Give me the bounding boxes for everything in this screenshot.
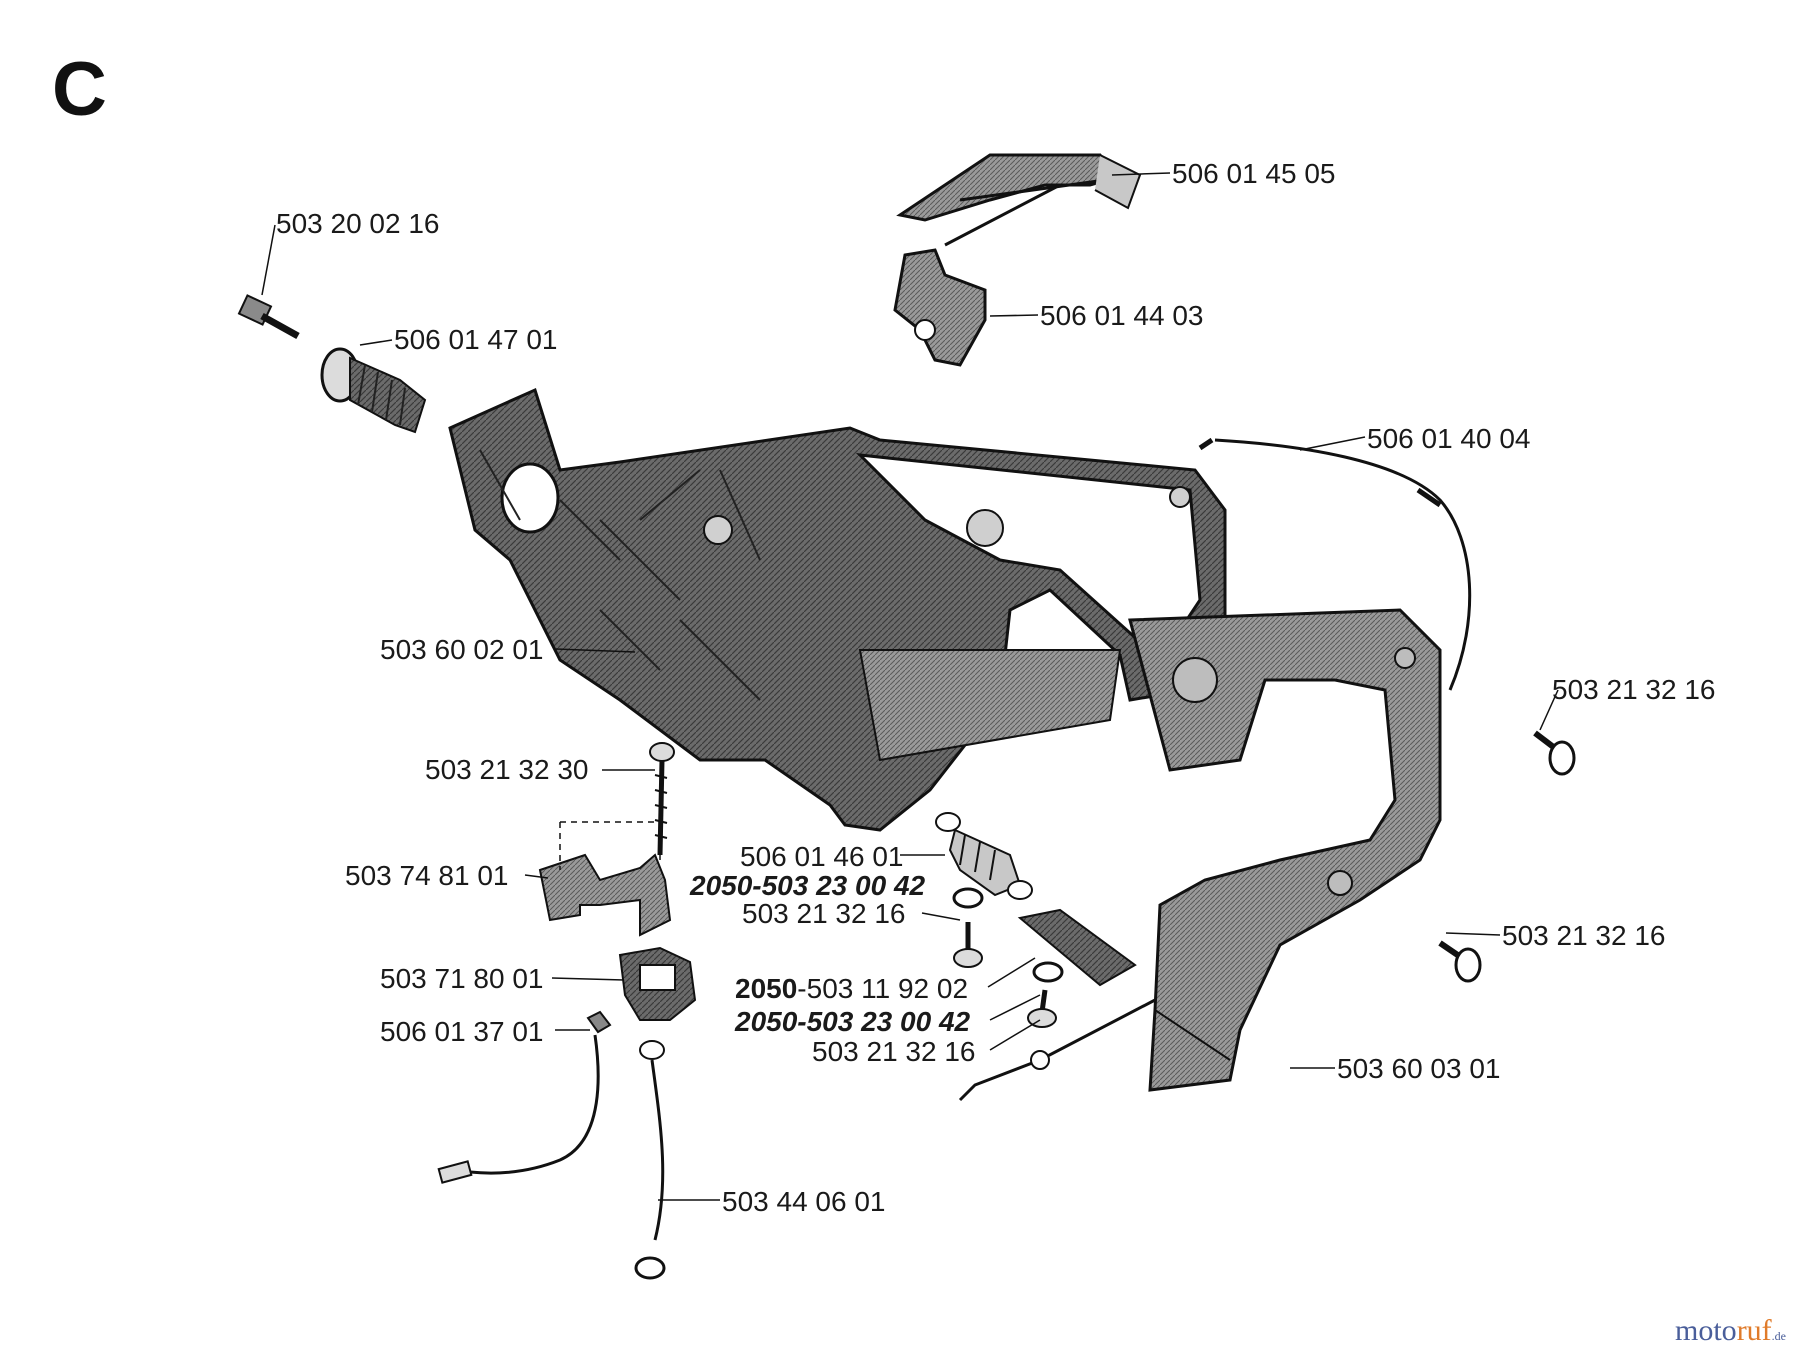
label-throttle-lever: 506 01 45 05 (1172, 158, 1336, 189)
short-wire-part (437, 1010, 612, 1184)
section-letter: C (52, 47, 107, 132)
label-ground-wire: 503 44 06 01 (722, 1186, 886, 1217)
washer-center (952, 887, 984, 909)
label-rear-handle: 503 60 02 01 (380, 634, 544, 665)
label-bracket: 503 74 81 01 (345, 860, 509, 891)
label-plate-number: -503 11 92 02 (797, 973, 969, 1004)
watermark-part2: ruf (1736, 1314, 1772, 1347)
label-switch: 503 71 80 01 (380, 963, 544, 994)
label-lever-lock: 506 01 44 03 (1040, 300, 1204, 331)
label-screw-lower: 503 21 32 16 (812, 1036, 976, 1067)
throttle-cable-part (1198, 437, 1472, 691)
label-handle-spring: 506 01 46 01 (740, 841, 904, 872)
label-screw-top-left: 503 20 02 16 (276, 208, 440, 239)
label-long-screw: 503 21 32 30 (425, 754, 589, 785)
label-short-wire: 506 01 37 01 (380, 1016, 544, 1047)
buffer-spring-part (320, 347, 427, 434)
leader-lines (261, 172, 1559, 1201)
screw-right-lower (1438, 940, 1482, 983)
label-screw-right-upper: 503 21 32 16 (1552, 674, 1716, 705)
screw-right-upper (1533, 730, 1576, 776)
label-screw-center: 503 21 32 16 (742, 898, 906, 929)
plate-part (1017, 908, 1137, 987)
front-handle-part (1128, 608, 1442, 1092)
watermark-suffix: .de (1771, 1329, 1786, 1343)
switch-part (618, 946, 697, 1021)
label-plate: 2050-503 11 92 02 (735, 975, 968, 1003)
label-washer-center: 2050-503 23 00 42 (690, 870, 926, 901)
screw-lower (1027, 989, 1057, 1028)
ground-wire-part (634, 1040, 666, 1280)
label-buffer-spring: 506 01 47 01 (394, 324, 558, 355)
throttle-lever-part (896, 153, 1142, 247)
label-throttle-cable: 506 01 40 04 (1367, 423, 1531, 454)
site-watermark: motoruf.de (1675, 1316, 1786, 1346)
rear-handle-part (448, 387, 1227, 832)
handle-spring-part (935, 812, 1033, 900)
label-plate-prefix: 2050 (735, 973, 798, 1004)
watermark-part1: moto (1675, 1314, 1737, 1347)
screw-503-20-02-16 (237, 294, 300, 340)
label-washer-lower: 2050-503 23 00 42 (735, 1006, 971, 1037)
lever-lock-part (893, 248, 987, 367)
label-front-handle: 503 60 03 01 (1337, 1053, 1501, 1084)
screw-center (953, 922, 983, 968)
label-screw-right-lower: 503 21 32 16 (1502, 920, 1666, 951)
long-screw-part (649, 742, 675, 856)
washer-lower (1032, 961, 1064, 983)
bracket-part (538, 821, 672, 937)
choke-rod-part (958, 998, 1156, 1102)
